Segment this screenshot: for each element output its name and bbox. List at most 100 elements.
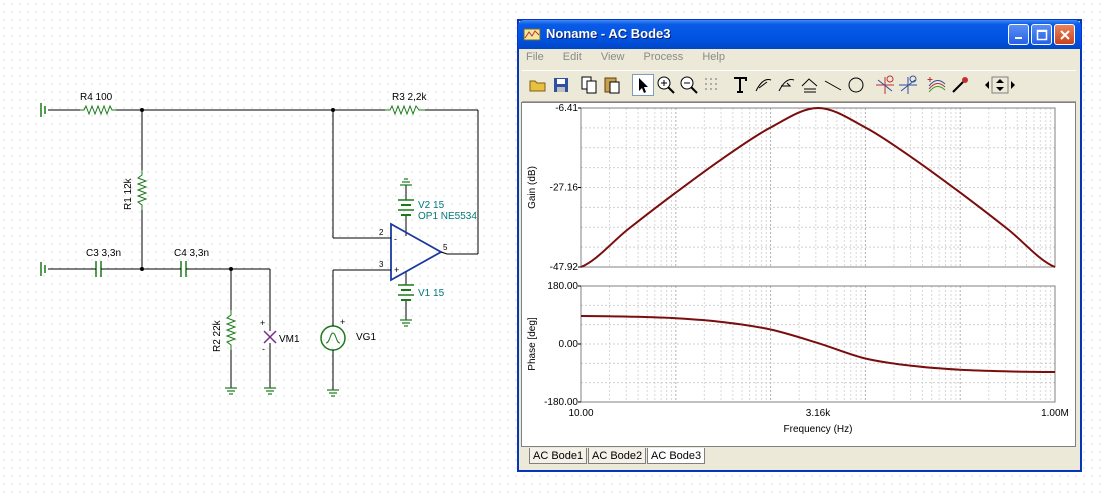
tab-ac-bode2[interactable]: AC Bode2 <box>588 448 647 464</box>
r3-label: R3 2,2k <box>392 92 427 103</box>
text-icon <box>734 77 747 93</box>
resistor-r4[interactable]: R4 100 <box>80 92 116 116</box>
line-icon <box>824 80 842 91</box>
close-icon <box>1059 29 1070 40</box>
battery-v1[interactable]: V1 15 <box>398 284 445 301</box>
folder-open-icon <box>529 80 546 92</box>
gain-ytick-label: -47.92 <box>550 262 579 273</box>
minimize-icon <box>1014 36 1022 39</box>
pointer-tool[interactable] <box>632 74 654 96</box>
scroll-arrows[interactable] <box>980 74 1020 96</box>
svg-text:+: + <box>394 265 399 275</box>
circle-icon <box>848 77 864 93</box>
dimension-icon <box>801 78 818 93</box>
resistor-r1[interactable]: R1 12k <box>123 170 148 210</box>
curve-label-icon <box>755 79 772 92</box>
zoom-out-button[interactable] <box>678 74 700 96</box>
pin-5-label: 5 <box>443 243 448 252</box>
curve-annotate-icon <box>778 79 795 92</box>
c4-label: C4 3,3n <box>174 248 209 259</box>
save-button[interactable] <box>550 74 572 96</box>
svg-text:+: + <box>340 317 345 327</box>
v2-label: V2 15 <box>418 200 445 211</box>
x-axis-label: Frequency (Hz) <box>784 424 853 435</box>
ellipse-tool[interactable] <box>845 74 867 96</box>
add-curve-button[interactable] <box>926 74 948 96</box>
capacitor-c3[interactable]: C3 3,3n <box>86 248 121 277</box>
copy-icon <box>581 76 597 94</box>
add-curve-icon <box>927 77 946 93</box>
curve-label-tool[interactable] <box>753 74 775 96</box>
close-button[interactable] <box>1054 24 1075 45</box>
phase-ytick-label: 0.00 <box>559 339 579 350</box>
phase-ytick-label: -180.00 <box>544 397 578 408</box>
save-icon <box>554 78 568 92</box>
menu-view[interactable]: View <box>600 51 625 63</box>
menu-file[interactable]: File <box>526 51 544 63</box>
v1-label: V1 15 <box>418 288 445 299</box>
ground-symbols <box>225 178 412 397</box>
pointer-icon <box>639 78 648 93</box>
phase-ylabel: Phase [deg] <box>527 317 538 371</box>
pin-3-label: 3 <box>379 260 384 269</box>
window-titlebar[interactable]: Noname - AC Bode3 <box>518 20 1081 49</box>
menu-help[interactable]: Help <box>702 51 725 63</box>
source-left-bottom <box>40 262 46 276</box>
menu-bar: File Edit View Process Help <box>522 51 1076 69</box>
battery-v2[interactable]: V2 15 <box>398 199 445 216</box>
menu-process[interactable]: Process <box>643 51 684 63</box>
menu-edit[interactable]: Edit <box>562 51 582 63</box>
svg-text:-: - <box>394 234 397 244</box>
minimize-button[interactable] <box>1008 24 1029 45</box>
tab-ac-bode3[interactable]: AC Bode3 <box>647 448 706 464</box>
op1-label: OP1 NE5534 <box>418 211 477 222</box>
zoom-out-icon <box>680 76 698 94</box>
text-tool[interactable] <box>730 74 752 96</box>
dimension-tool[interactable] <box>799 74 821 96</box>
cursor-b-button[interactable] <box>897 74 919 96</box>
paste-icon <box>604 77 620 94</box>
maximize-button[interactable] <box>1031 24 1052 45</box>
resistor-r3[interactable]: R3 2,2k <box>385 92 427 116</box>
copy-button[interactable] <box>578 74 600 96</box>
voltmeter-vm1[interactable]: + - VM1 <box>260 318 300 354</box>
toolbar <box>522 70 1076 102</box>
line-tool[interactable] <box>822 74 844 96</box>
x-tick-label: 10.00 <box>568 408 593 419</box>
app-icon <box>523 28 541 41</box>
gain-ytick-label: -6.41 <box>555 103 578 114</box>
vg1-label: VG1 <box>356 332 376 343</box>
curve-annotate-tool[interactable] <box>776 74 798 96</box>
paste-button[interactable] <box>601 74 623 96</box>
phase-ytick-label: 180.00 <box>547 281 578 292</box>
resistor-r2[interactable]: R2 22k <box>212 310 237 352</box>
x-tick-label: 3.16k <box>806 408 831 419</box>
svg-text:+: + <box>260 318 265 328</box>
generator-vg1[interactable]: + VG1 <box>320 317 376 355</box>
arrows-icon <box>985 76 1015 94</box>
x-tick-label: 1.00M <box>1041 408 1069 419</box>
window-title: Noname - AC Bode3 <box>546 26 671 41</box>
grid-button[interactable] <box>701 74 723 96</box>
probe-icon <box>952 77 968 93</box>
schematic-canvas[interactable]: R4 100 R3 2,2k R1 12k R2 22k C3 3,3n C4 … <box>0 0 515 494</box>
pin-2-label: 2 <box>379 228 384 237</box>
opamp-op1[interactable]: - + 2 3 5 OP1 NE5534 <box>379 211 477 282</box>
tab-ac-bode1[interactable]: AC Bode1 <box>529 448 588 464</box>
zoom-in-button[interactable] <box>655 74 677 96</box>
r1-label: R1 12k <box>123 177 134 210</box>
open-button[interactable] <box>527 74 549 96</box>
cursor-a-button[interactable] <box>874 74 896 96</box>
zoom-in-icon <box>657 76 675 94</box>
source-left-top <box>40 103 46 117</box>
ac-bode-window: Noname - AC Bode3 File Edit View Process… <box>517 19 1082 472</box>
capacitor-c4[interactable]: C4 3,3n <box>174 248 209 277</box>
tab-strip: AC Bode1 AC Bode2 AC Bode3 <box>521 448 1076 468</box>
r4-label: R4 100 <box>80 92 113 103</box>
cursor-b-icon <box>899 75 917 94</box>
probe-button[interactable] <box>949 74 971 96</box>
cursor-a-icon <box>876 75 894 94</box>
vm1-label: VM1 <box>279 334 300 345</box>
